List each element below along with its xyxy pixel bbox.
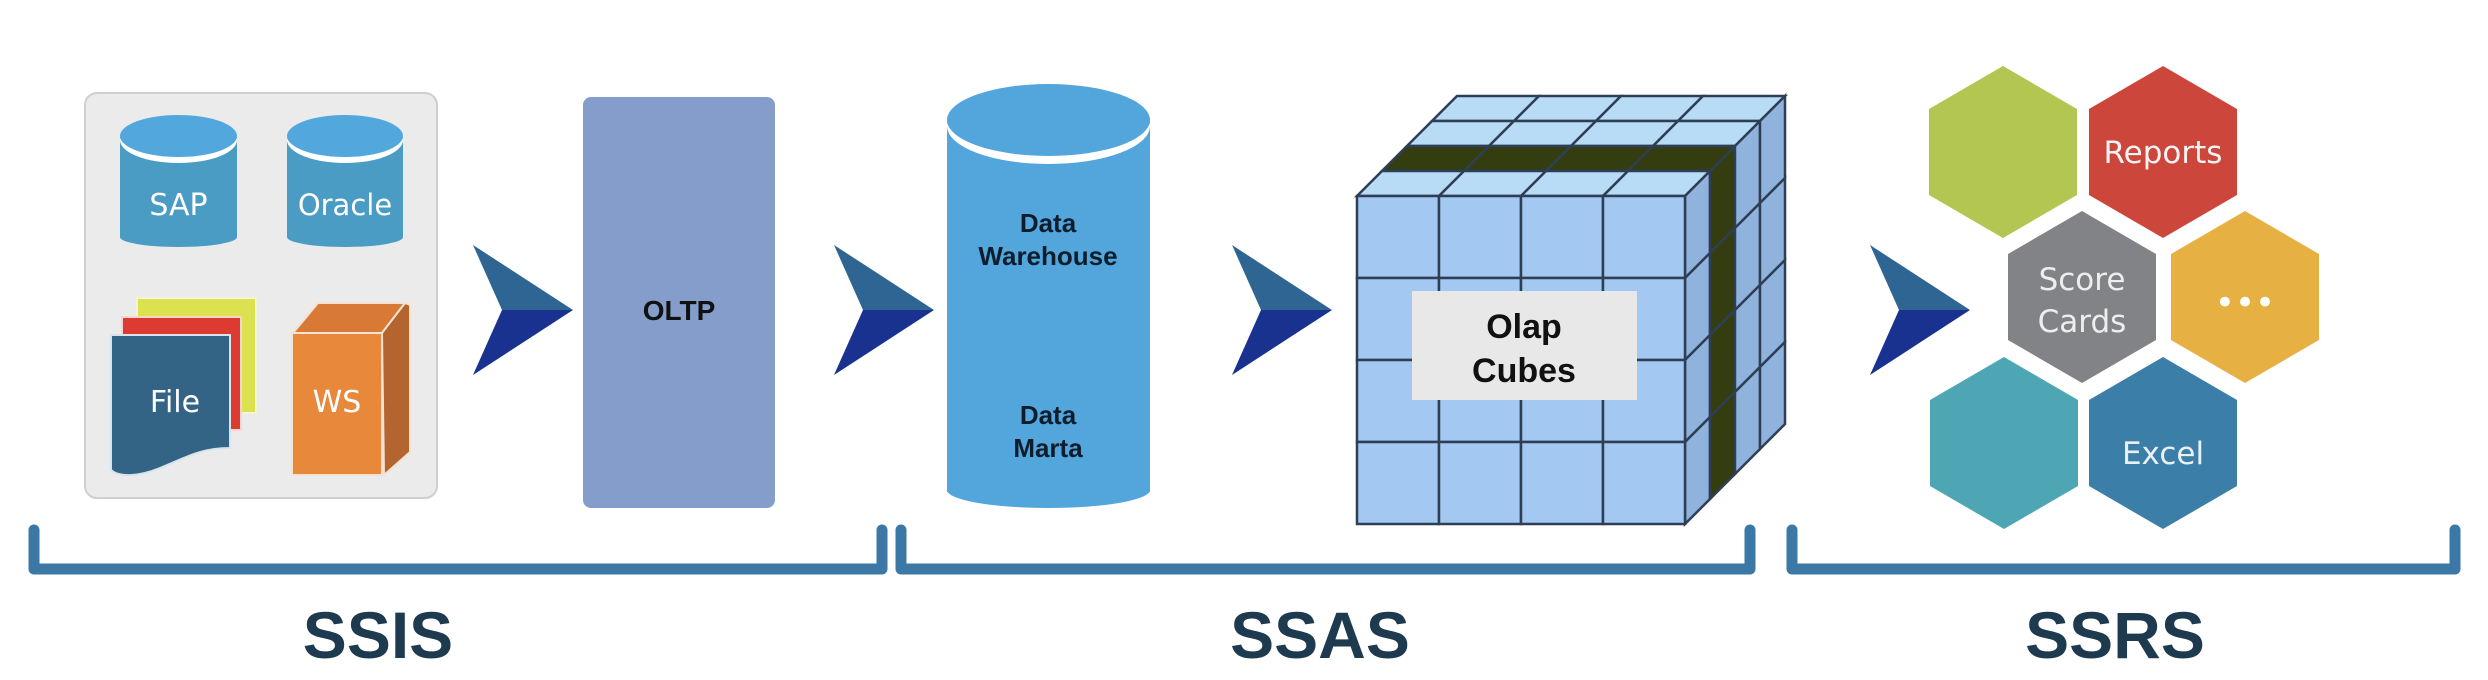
flow-arrow-icon <box>1232 245 1332 375</box>
cube-front-cell <box>1601 194 1687 280</box>
sources-panel: SAP Oracle File WS <box>84 92 438 499</box>
datamart-label-line2: Marta <box>1013 433 1083 463</box>
oltp-block: OLTP <box>583 97 775 508</box>
hexagon-more <box>2171 211 2319 383</box>
datamart-label-line1: Data <box>1020 400 1077 430</box>
flow-arrow-icon <box>1870 245 1970 375</box>
olap-label-line1: Olap <box>1486 308 1562 346</box>
flow-arrow-icon <box>834 245 934 375</box>
cube-front-cell <box>1355 194 1441 280</box>
warehouse-label-line1: Data <box>1020 208 1077 238</box>
cube-side-cell <box>1758 338 1787 453</box>
ssis-label: SSIS <box>303 598 453 672</box>
ssrs-label: SSRS <box>2025 598 2205 672</box>
ssas-bracket <box>895 524 1756 575</box>
oltp-label: OLTP <box>643 295 716 326</box>
sap-label: SAP <box>149 188 207 223</box>
cube-front-cell <box>1519 440 1605 526</box>
ssrs-bracket <box>1786 524 2461 575</box>
ws-server-icon: WS <box>290 301 411 478</box>
cube-front-cell <box>1355 440 1441 526</box>
cube-front-cell <box>1519 194 1605 280</box>
ssis-bracket <box>28 524 888 575</box>
cube-front-cell <box>1437 440 1523 526</box>
ssas-label: SSAS <box>1230 598 1410 672</box>
file-stack-icon: File <box>110 297 257 476</box>
more-label: ••• <box>2215 283 2275 323</box>
hexagon-teal <box>1930 357 2078 529</box>
reports-label: Reports <box>2104 135 2223 171</box>
hexagon-scorecards <box>2008 211 2156 383</box>
ws-label: WS <box>313 385 362 420</box>
file-label: File <box>150 385 200 420</box>
hexagon-reports <box>2089 66 2237 238</box>
oracle-database-icon: Oracle <box>287 115 403 247</box>
olap-label-line2: Cubes <box>1472 352 1576 390</box>
excel-label: Excel <box>2122 436 2204 472</box>
hexagon-green <box>1929 66 2077 238</box>
cube-front-cell <box>1601 440 1687 526</box>
report-hexagons: Reports Score Cards ••• Excel <box>1929 66 2319 529</box>
oracle-label: Oracle <box>298 188 392 222</box>
hexagon-excel <box>2089 357 2237 529</box>
olap-cube-label-box: Olap Cubes <box>1412 291 1637 400</box>
warehouse-label-line2: Warehouse <box>978 241 1117 271</box>
flow-arrow-icon <box>473 245 573 375</box>
cube-front-cell <box>1437 194 1523 280</box>
scorecards-label-line1: Score <box>2039 262 2126 298</box>
data-warehouse-cylinder: Data Warehouse Data Marta <box>947 84 1150 508</box>
sap-database-icon: SAP <box>120 115 237 247</box>
scorecards-label-line2: Cards <box>2038 304 2127 340</box>
